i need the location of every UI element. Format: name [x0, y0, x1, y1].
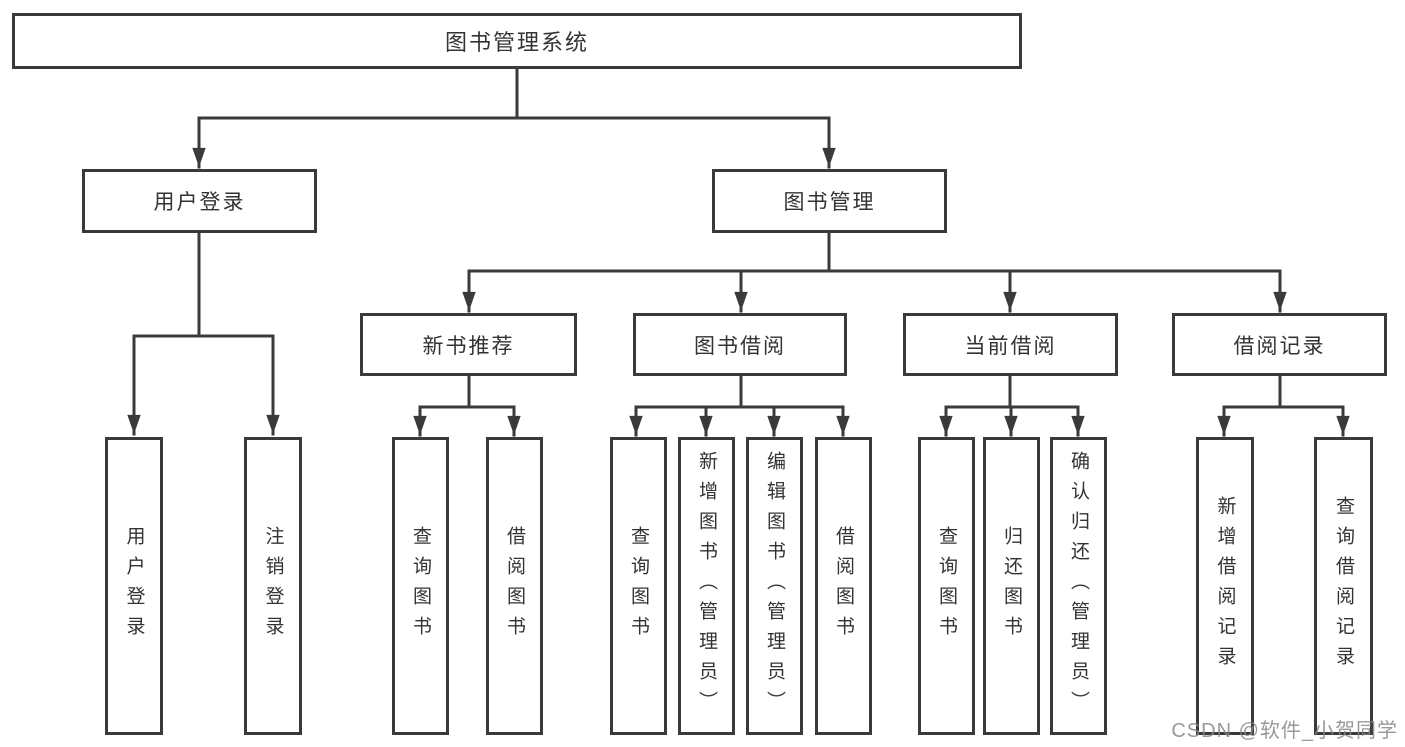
node-borrow-books-recommend: 借阅图书 — [486, 437, 543, 735]
node-query-books-borrowing: 查询图书 — [610, 437, 667, 735]
node-label: 查询图书 — [936, 526, 957, 646]
node-logout-leaf: 注销登录 — [244, 437, 302, 735]
node-label: 借阅记录 — [1233, 334, 1326, 358]
node-label: 新书推荐 — [422, 334, 515, 358]
node-label: 当前借阅 — [964, 334, 1057, 358]
node-label: 图书管理 — [783, 191, 876, 214]
node-label: 确认归还（管理员） — [1068, 451, 1089, 721]
node-borrow-books-borrowing: 借阅图书 — [815, 437, 872, 735]
node-book-management-branch: 图书管理 — [712, 169, 947, 233]
node-edit-books-admin: 编辑图书（管理员） — [746, 437, 803, 735]
node-label: 新增借阅记录 — [1214, 496, 1236, 676]
node-add-books-admin: 新增图书（管理员） — [678, 437, 735, 735]
connector-root-to-level2 — [192, 67, 836, 169]
node-borrowing-records: 借阅记录 — [1172, 313, 1387, 376]
node-label: 用户登录 — [123, 526, 145, 646]
connector-book-borrowing-branch — [629, 374, 850, 437]
csdn-watermark: CSDN @软件_小贺同学 — [1171, 720, 1398, 742]
connector-borrowing-records-branch — [1217, 374, 1350, 437]
node-confirm-return-admin: 确认归还（管理员） — [1050, 437, 1107, 735]
node-label: 注销登录 — [262, 526, 284, 646]
connector-current-borrowing-branch — [939, 374, 1085, 437]
node-label: 图书管理系统 — [444, 30, 589, 55]
node-label: 用户登录 — [153, 191, 246, 214]
node-label: 编辑图书（管理员） — [764, 451, 785, 721]
node-current-borrowing: 当前借阅 — [903, 313, 1118, 376]
node-return-books: 归还图书 — [983, 437, 1040, 735]
node-label: 查询图书 — [628, 526, 649, 646]
node-book-borrowing: 图书借阅 — [633, 313, 847, 376]
node-label: 借阅图书 — [833, 526, 854, 646]
node-label: 借阅图书 — [504, 526, 525, 646]
node-new-book-recommendation: 新书推荐 — [360, 313, 577, 376]
node-label: 新增图书（管理员） — [696, 451, 717, 721]
node-label: 查询图书 — [410, 526, 431, 646]
node-label: 查询借阅记录 — [1333, 496, 1354, 676]
connector-book-management-branch — [462, 231, 1287, 313]
node-query-books-current: 查询图书 — [918, 437, 975, 735]
node-user-login-leaf: 用户登录 — [105, 437, 163, 735]
node-label: 图书借阅 — [694, 334, 786, 358]
node-query-borrowing-record: 查询借阅记录 — [1314, 437, 1373, 735]
node-add-borrowing-record: 新增借阅记录 — [1196, 437, 1254, 735]
node-library-management-system: 图书管理系统 — [12, 13, 1022, 69]
node-user-login-branch: 用户登录 — [82, 169, 317, 233]
connector-user-login-branch — [127, 231, 280, 436]
node-query-books-recommend: 查询图书 — [392, 437, 449, 735]
node-label: 归还图书 — [1001, 526, 1022, 646]
connector-new-book-branch — [413, 374, 521, 437]
